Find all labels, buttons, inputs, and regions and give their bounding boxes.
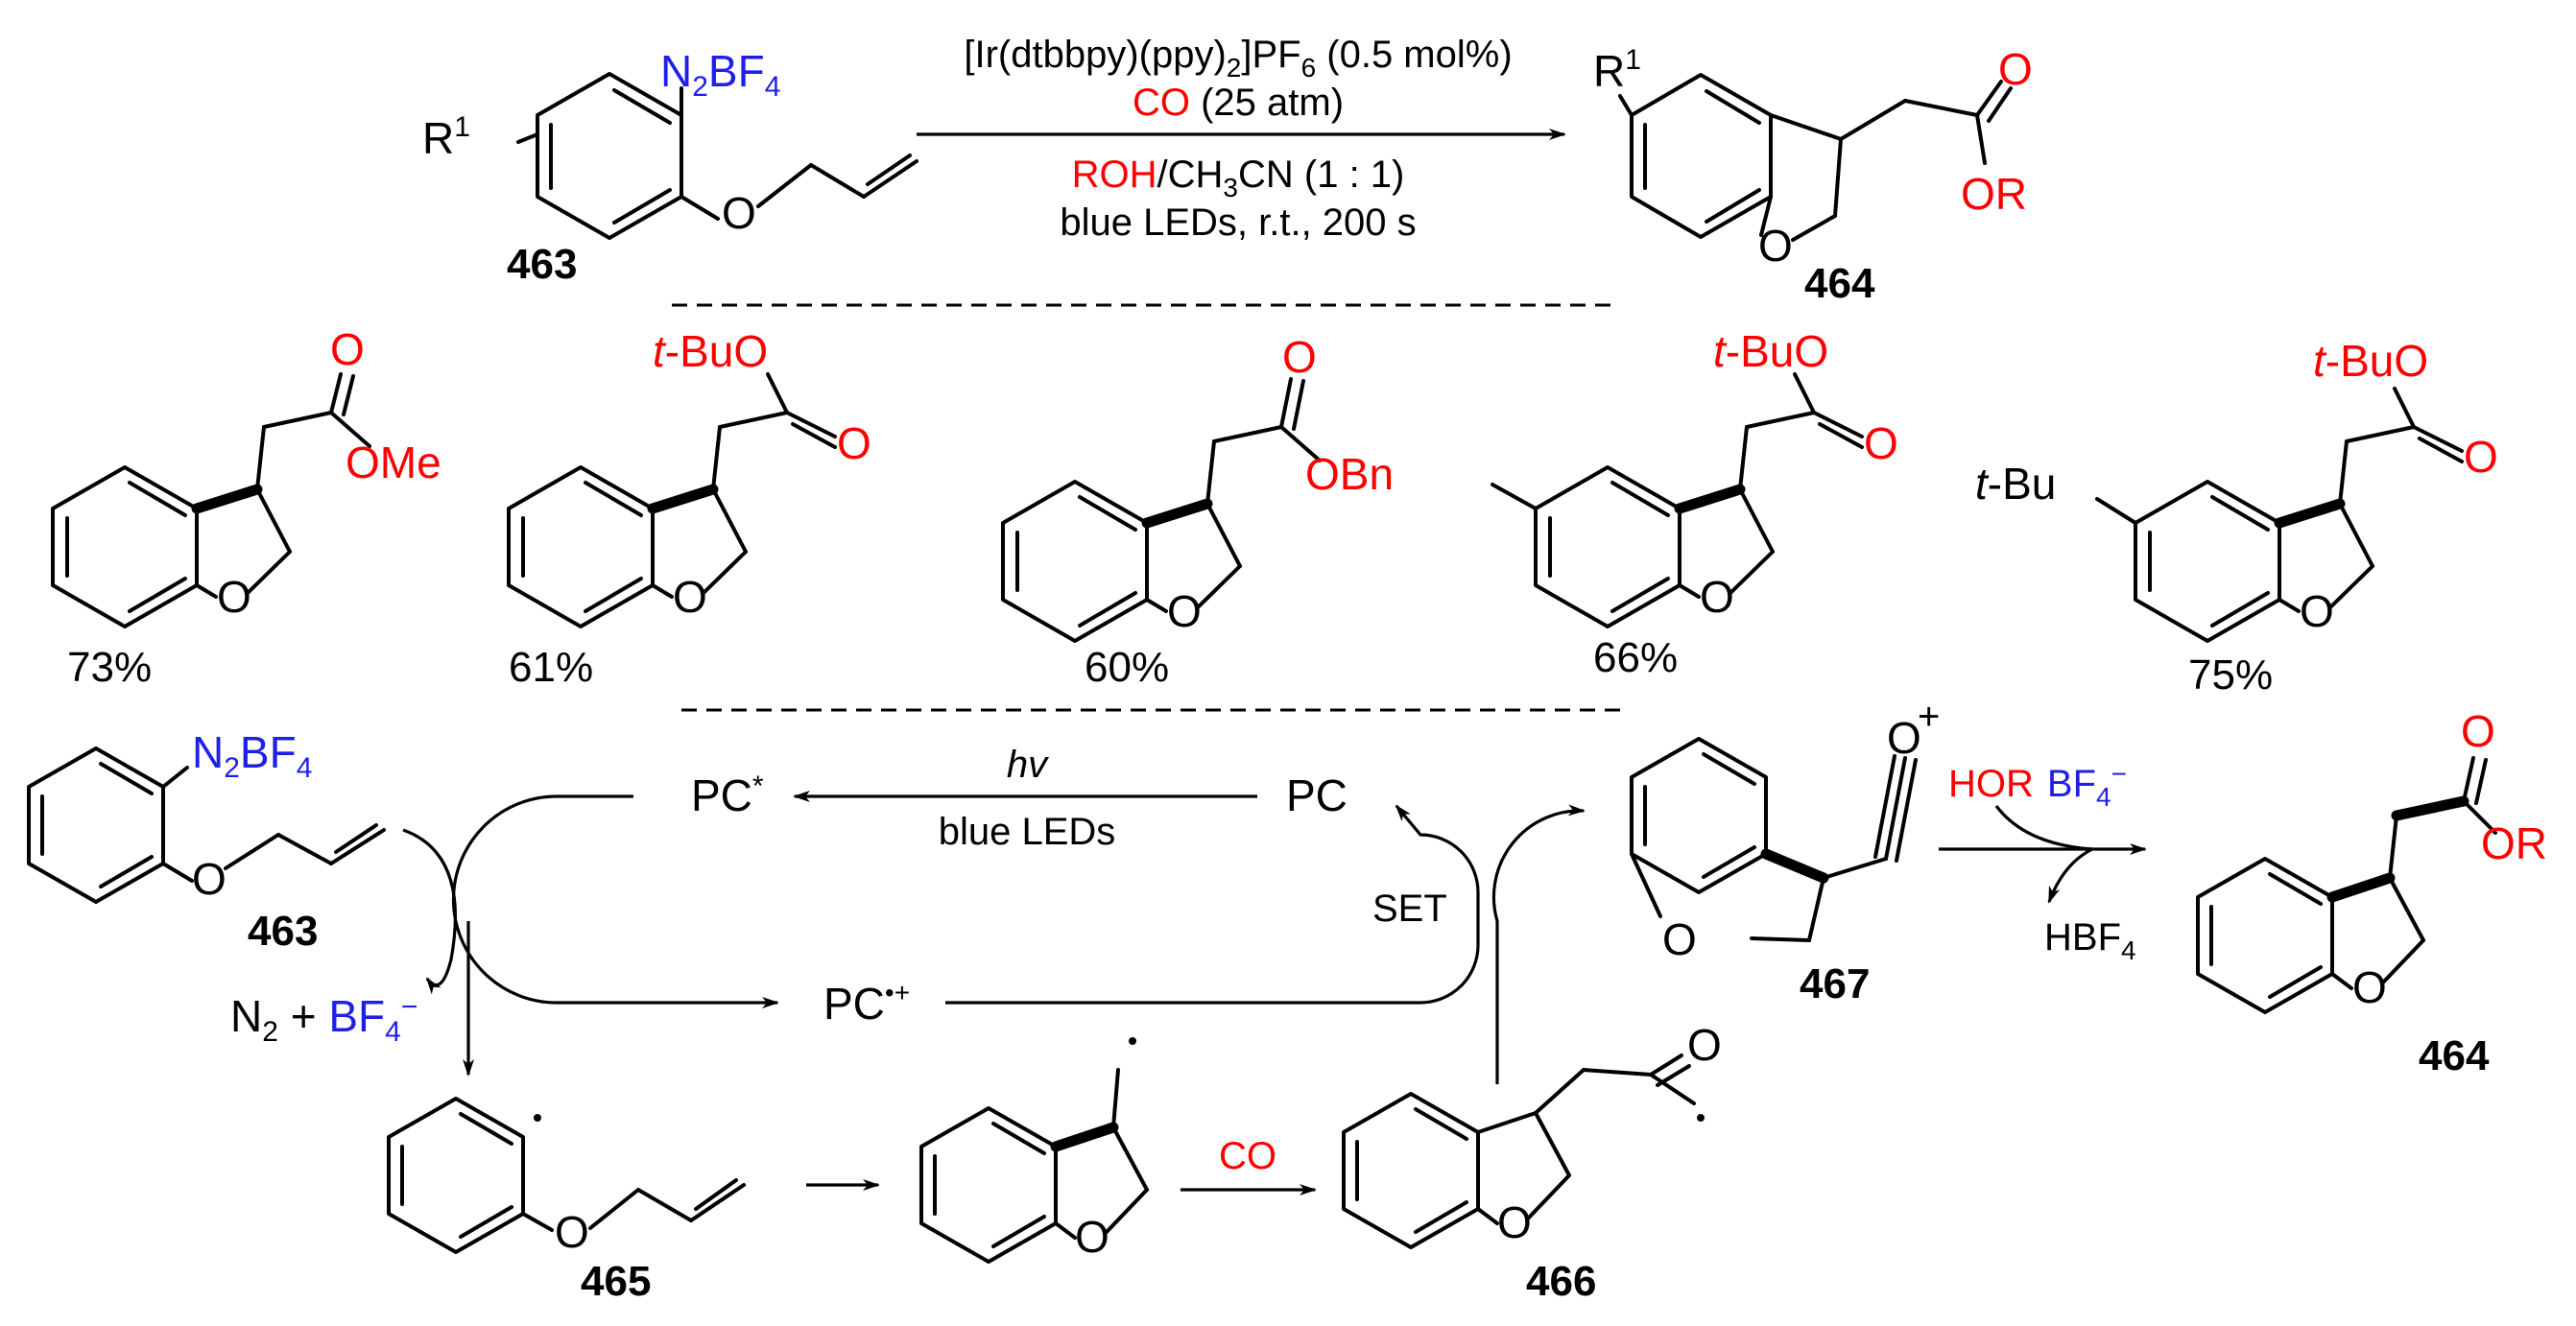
co-insertion-label: CO: [1219, 1135, 1276, 1177]
pc-label: PC: [1286, 770, 1348, 820]
svg-text:O: O: [1864, 418, 1898, 468]
ester-or-label: OR: [1961, 169, 2027, 219]
reaction-conditions: [Ir(dtbbpy)(ppy)2]PF6 (0.5 mol%) CO (25 …: [917, 34, 1566, 244]
compound-466-label: 466: [1526, 1258, 1596, 1305]
svg-text:O: O: [2352, 962, 2387, 1012]
aryl-radical-465: O 465: [387, 1097, 746, 1305]
svg-text:O: O: [1497, 1197, 1532, 1247]
blue-leds-label: blue LEDs: [939, 811, 1116, 853]
svg-text:O: O: [1662, 914, 1697, 964]
svg-text:O: O: [192, 854, 227, 904]
compound-464-label: 464: [1804, 260, 1875, 307]
n2-label: N: [660, 46, 692, 96]
svg-text:O: O: [1887, 713, 1921, 763]
tbuo-label-4: -BuO: [1726, 326, 1828, 376]
scope-compound-2: O t-BuO O 61%: [507, 326, 871, 691]
svg-text:t-BuO: t-BuO: [1713, 326, 1828, 376]
conditions-text: blue LEDs, r.t., 200 s: [1060, 201, 1416, 244]
compound-463-label: 463: [507, 241, 577, 288]
svg-text:PC•+: PC•+: [823, 978, 910, 1029]
obn-label: OBn: [1305, 449, 1394, 499]
acylium-charge: +: [1918, 696, 1940, 738]
co-pressure-text: CO (25 atm): [1133, 82, 1344, 124]
svg-text:O: O: [837, 418, 871, 468]
svg-text:t-BuO: t-BuO: [653, 326, 768, 376]
n2-bf4-byproduct: N2 + BF4−: [230, 991, 417, 1048]
svg-text:O: O: [1998, 44, 2033, 94]
svg-text:O: O: [2300, 586, 2334, 636]
svg-text:t-Bu: t-Bu: [1975, 459, 2056, 509]
substrate-463-top: R1 N2BF4 O 463: [422, 46, 918, 288]
svg-text:O: O: [1167, 586, 1202, 636]
tbu-substituent-label: -Bu: [1988, 459, 2057, 509]
ome-label: OMe: [346, 438, 441, 487]
r1-label-product: R: [1593, 46, 1625, 96]
mech-464-label: 464: [2419, 1032, 2490, 1079]
svg-text:O: O: [1282, 332, 1317, 382]
r1-superscript: 1: [454, 111, 470, 143]
product-464-top: R1 O O OR 464: [1593, 44, 2033, 307]
catalyst-text: [Ir(dtbbpy)(ppy)2]PF6 (0.5 mol%): [964, 34, 1512, 83]
svg-text:R1: R1: [1593, 44, 1641, 96]
pc-radical-cation-label: PC: [823, 979, 885, 1029]
svg-text:t-BuO: t-BuO: [2313, 336, 2428, 386]
yield-5: 75%: [2188, 651, 2273, 699]
hv-label: hv: [1007, 744, 1049, 786]
oxygen-label: O: [722, 188, 756, 238]
yield-2: 61%: [509, 644, 593, 691]
compound-465-label: 465: [581, 1258, 651, 1305]
svg-text:O: O: [1687, 1020, 1722, 1070]
oxygen-label-product: O: [1758, 221, 1793, 271]
svg-text:O: O: [2461, 706, 2495, 756]
svg-text:O: O: [217, 572, 251, 622]
svg-text:N2BF4: N2BF4: [660, 46, 780, 103]
alkyl-radical-intermediate: O: [919, 1037, 1149, 1264]
yield-4: 66%: [1593, 634, 1678, 681]
svg-text:R1: R1: [422, 111, 470, 163]
svg-text:O: O: [1700, 572, 1734, 622]
svg-text:O: O: [1075, 1212, 1109, 1262]
r1-label: R: [422, 113, 454, 163]
set-label: SET: [1372, 888, 1447, 930]
yield-1: 73%: [67, 644, 152, 691]
scope-compound-1: O O OMe 73%: [51, 324, 441, 691]
hbf4-label: HBF4: [2044, 916, 2136, 965]
tbuo-label-2: -BuO: [665, 326, 768, 376]
svg-text:O: O: [555, 1207, 589, 1257]
svg-text:O: O: [330, 324, 365, 374]
photocatalytic-cycle: PC* PC hv blue LEDs PC•+ SET N2 + BF4−: [230, 744, 1586, 1084]
tbuo-label-5: -BuO: [2326, 336, 2428, 386]
scope-compound-5: O t-Bu t-BuO O 75%: [1975, 336, 2498, 699]
mech-or-label: OR: [2481, 818, 2547, 868]
yield-3: 60%: [1085, 644, 1169, 691]
mechanism-substrate-463: N2BF4 O 463: [27, 727, 386, 955]
acylium-467: O O + 467: [1630, 696, 1940, 1007]
svg-text:N2BF4: N2BF4: [192, 727, 312, 784]
pc-star-label: PC: [691, 770, 752, 820]
scope-compound-4: O t-BuO O 66%: [1491, 326, 1898, 681]
solvent-text: ROH/CH3CN (1 : 1): [1072, 154, 1405, 202]
compound-467-label: 467: [1800, 960, 1870, 1007]
svg-text:PC*: PC*: [691, 770, 764, 820]
svg-text:O: O: [673, 572, 707, 622]
svg-text:O: O: [2464, 432, 2498, 482]
acyl-radical-466: O O 466: [1342, 1020, 1722, 1305]
mech-463-label: 463: [248, 908, 318, 955]
scope-compound-3: O O OBn 60%: [1001, 332, 1394, 691]
mechanism-product-464: O O OR 464: [2196, 706, 2547, 1079]
